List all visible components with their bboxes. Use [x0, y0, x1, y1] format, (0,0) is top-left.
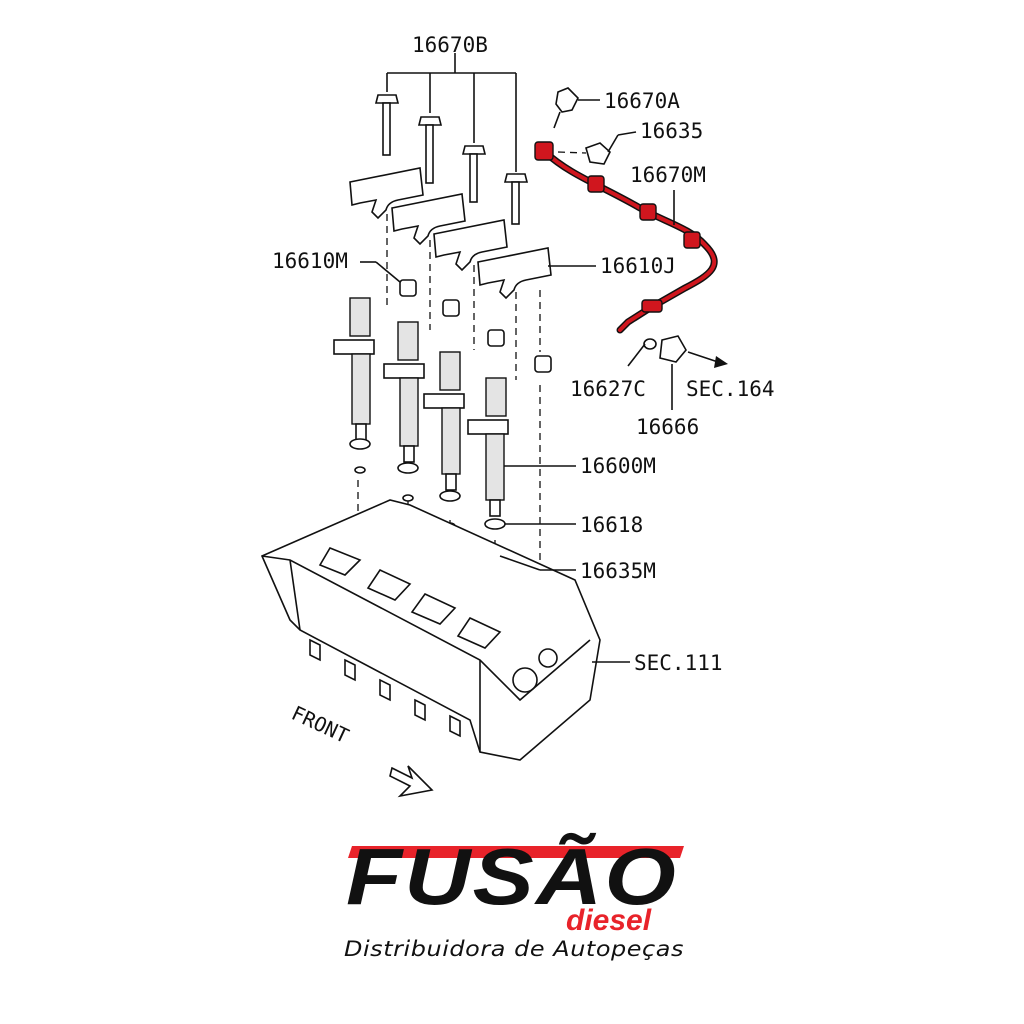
sensor: [553, 87, 579, 129]
bolt: [503, 173, 529, 225]
bolt: [461, 145, 487, 203]
part-labels: 16670B 16670A 16635 16670M 16610M 16610J…: [272, 33, 775, 675]
label-sec-164: SEC.164: [686, 377, 775, 401]
clamp: [391, 193, 466, 246]
front-indicator: FRONT: [288, 701, 434, 798]
injectors: [333, 297, 509, 517]
label-clamp-left: 16610M: [272, 249, 348, 273]
label-seal: 16635M: [580, 559, 656, 583]
label-clip: 16635: [640, 119, 703, 143]
washers: [349, 438, 506, 530]
label-leak-off-hose: 16670M: [630, 163, 706, 187]
brand-sub: diesel: [566, 904, 652, 937]
brand-logo: FUSÃO diesel Distribuidora de Autopeças: [344, 832, 684, 961]
injector: [333, 297, 375, 441]
spacers: [399, 279, 552, 373]
clamp: [349, 167, 424, 220]
label-bolt: 16670B: [412, 33, 488, 57]
leader-lines: [360, 99, 675, 663]
bolt-bracket: [386, 53, 517, 172]
label-clamp-right: 16610J: [600, 254, 676, 278]
clip: [557, 142, 611, 165]
bolt: [417, 116, 443, 184]
bolt: [374, 94, 400, 156]
injector: [383, 321, 425, 463]
bolts: [374, 94, 529, 225]
front-label: FRONT: [288, 701, 353, 748]
label-fitting: 16666: [636, 415, 699, 439]
cylinder-head: [260, 499, 601, 761]
label-injector: 16600M: [580, 454, 656, 478]
label-washer: 16618: [580, 513, 643, 537]
clamp: [477, 247, 552, 300]
leak-off-hose: [534, 141, 718, 334]
injector: [423, 351, 465, 491]
label-gasket-small: 16627C: [570, 377, 646, 401]
front-arrow-icon: [389, 765, 434, 798]
fitting-parts: [643, 335, 728, 368]
clamps: [349, 167, 552, 300]
logo-red-stripe: [348, 846, 684, 858]
clamp: [433, 219, 508, 272]
brand-tagline: Distribuidora de Autopeças: [344, 937, 684, 961]
brand-name: FUSÃO: [346, 832, 678, 921]
injector: [467, 377, 509, 517]
label-cylinder-head: SEC.111: [634, 651, 723, 675]
label-sensor: 16670A: [604, 89, 680, 113]
